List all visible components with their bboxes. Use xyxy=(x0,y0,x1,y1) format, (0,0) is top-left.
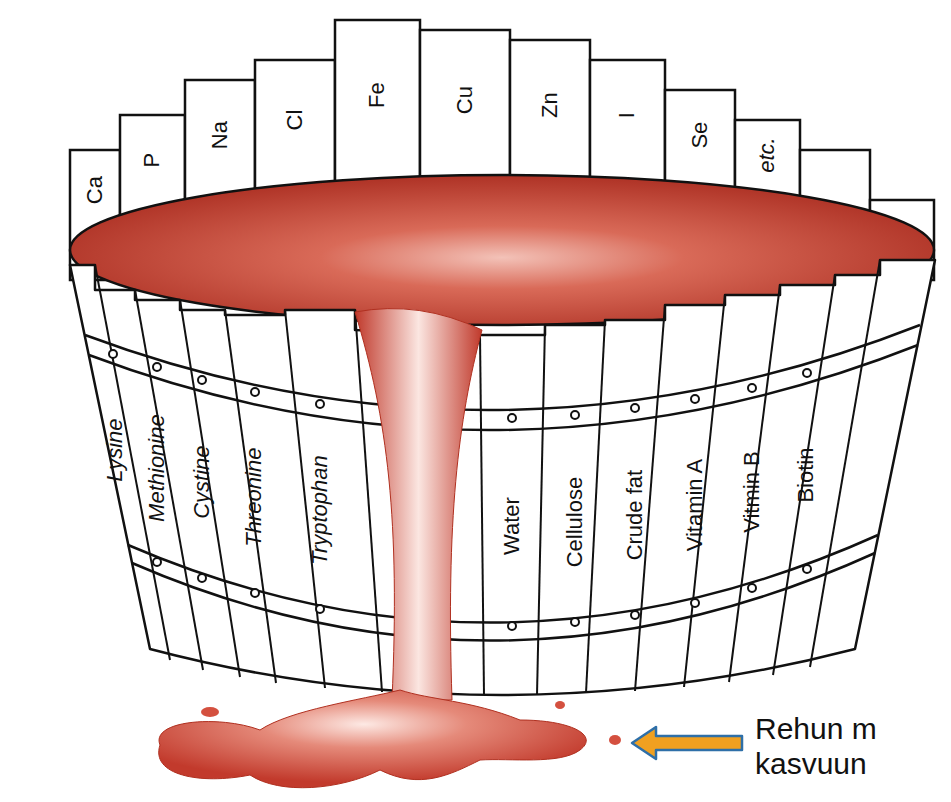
nutrient-stave-label: Vitamin A xyxy=(683,459,707,552)
nutrient-stave-label: Lysine xyxy=(103,418,127,481)
rivets xyxy=(153,558,161,566)
nutrient-stave-label: Tryptophan xyxy=(308,455,332,565)
hoops xyxy=(85,325,920,410)
rivets xyxy=(631,404,639,412)
hoops xyxy=(85,325,920,641)
rivets xyxy=(316,605,324,613)
liquid-stream xyxy=(355,309,482,700)
drops xyxy=(201,707,219,717)
nutrient-stave-label: Cellulose xyxy=(563,477,587,568)
mineral-stave-label: etc. xyxy=(755,137,779,172)
rivets xyxy=(571,411,579,419)
drops xyxy=(609,735,621,745)
nutrient-stave-label: Threonine xyxy=(243,447,267,546)
pointer-arrow xyxy=(632,727,742,759)
rivets xyxy=(691,395,699,403)
mineral-stave-label: Cu xyxy=(453,86,477,114)
callout-text: Rehun m kasvuun xyxy=(755,712,885,781)
rivets xyxy=(508,622,516,630)
mineral-stave-label: P xyxy=(140,153,164,168)
stave-joints xyxy=(810,260,880,667)
barrel-body xyxy=(70,260,935,695)
rivets xyxy=(748,584,756,592)
rivets xyxy=(109,350,117,358)
stave-joints xyxy=(773,275,835,675)
liquid-puddle xyxy=(159,690,587,788)
mineral-stave-label: Fe xyxy=(365,82,389,108)
nutrient-stave-label: Methionine xyxy=(145,414,169,522)
rivets xyxy=(803,369,811,377)
mineral-stave-label: Se xyxy=(688,122,712,149)
rivets xyxy=(251,388,259,396)
mineral-stave-label: Ca xyxy=(83,176,107,204)
rivets xyxy=(571,618,579,626)
nutrient-stave-label: Water xyxy=(500,497,524,555)
stave-joints xyxy=(95,260,880,695)
stave-joints xyxy=(225,310,276,683)
nutrient-stave-label: Cystine xyxy=(190,445,214,518)
rivets xyxy=(198,574,206,582)
rivets xyxy=(251,589,259,597)
mineral-stave-label: Cl xyxy=(283,110,307,131)
rivets xyxy=(153,363,161,371)
rivets xyxy=(631,611,639,619)
rivets xyxy=(748,384,756,392)
drops xyxy=(201,701,621,745)
stave-joints xyxy=(586,320,605,693)
stave-joints xyxy=(95,265,170,660)
hoops xyxy=(132,553,875,641)
rivets xyxy=(198,376,206,384)
drops xyxy=(555,701,565,709)
nutrient-stave-label: Biotin xyxy=(795,447,819,502)
mineral-stave-label: Na xyxy=(208,121,232,149)
stave-joints xyxy=(729,285,780,682)
rivets xyxy=(508,414,516,422)
rivets xyxy=(316,400,324,408)
mineral-stave-label: Zn xyxy=(538,92,562,118)
nutrient-stave-label: Crude fat xyxy=(623,470,647,561)
hoops xyxy=(89,345,918,430)
rivets xyxy=(691,599,699,607)
rivets xyxy=(803,565,811,573)
nutrient-stave-label: Vitmin B xyxy=(740,451,764,533)
mineral-stave-label: I xyxy=(615,112,639,118)
